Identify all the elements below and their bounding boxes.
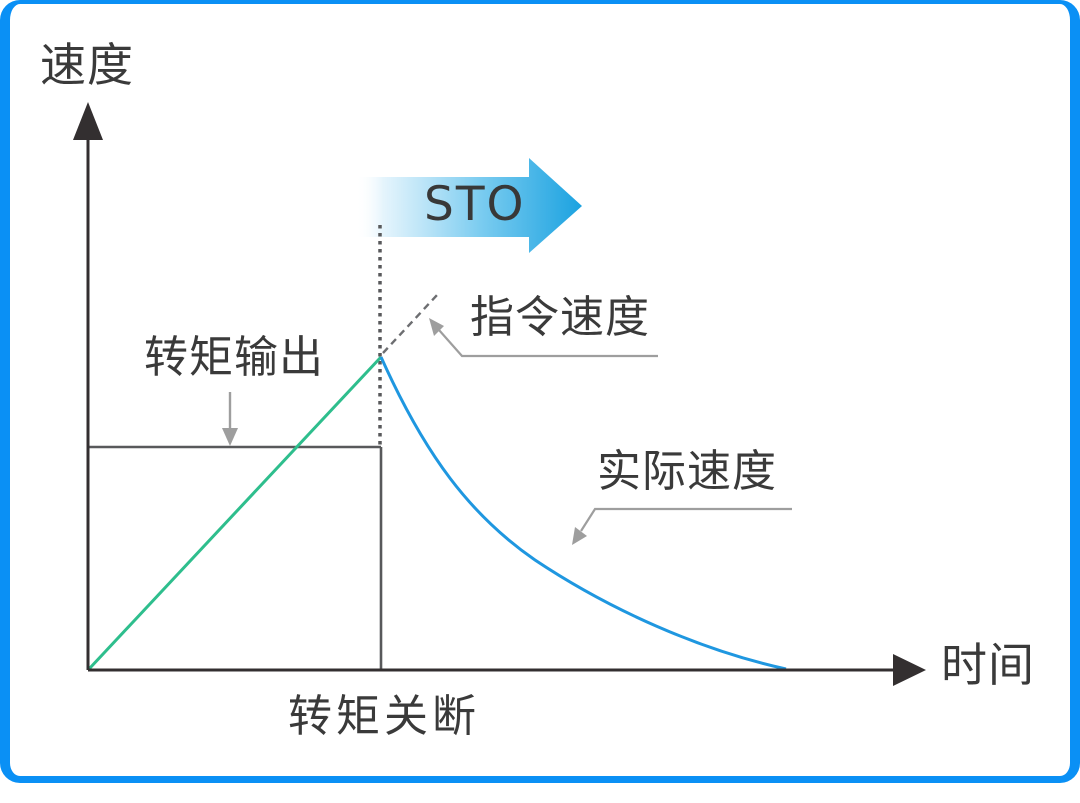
actual-speed-label: 实际速度 (597, 446, 777, 497)
actual-speed-callout-line (580, 507, 792, 532)
actual-speed-arrowhead-icon (572, 527, 587, 545)
y-axis-label: 速度 (40, 38, 134, 92)
sto-label: STO (424, 177, 526, 232)
y-axis-arrowhead-icon (73, 102, 103, 140)
torque-rise-line (87, 355, 383, 671)
command-speed-label: 指令速度 (470, 292, 650, 343)
x-axis-label: 时间 (941, 638, 1035, 692)
torque-output-arrowhead-icon (222, 428, 238, 446)
command-speed-arrowhead-icon (429, 318, 444, 336)
torque-off-label: 转矩关断 (288, 691, 480, 742)
x-axis-arrowhead-icon (893, 654, 926, 686)
torque-output-label: 转矩输出 (144, 332, 324, 383)
sto-arrow-icon (356, 158, 582, 253)
actual-speed-curve (379, 356, 787, 671)
command-speed-dashed-line (382, 293, 439, 354)
command-speed-callout-line (438, 329, 658, 358)
card-frame (0, 0, 1080, 783)
